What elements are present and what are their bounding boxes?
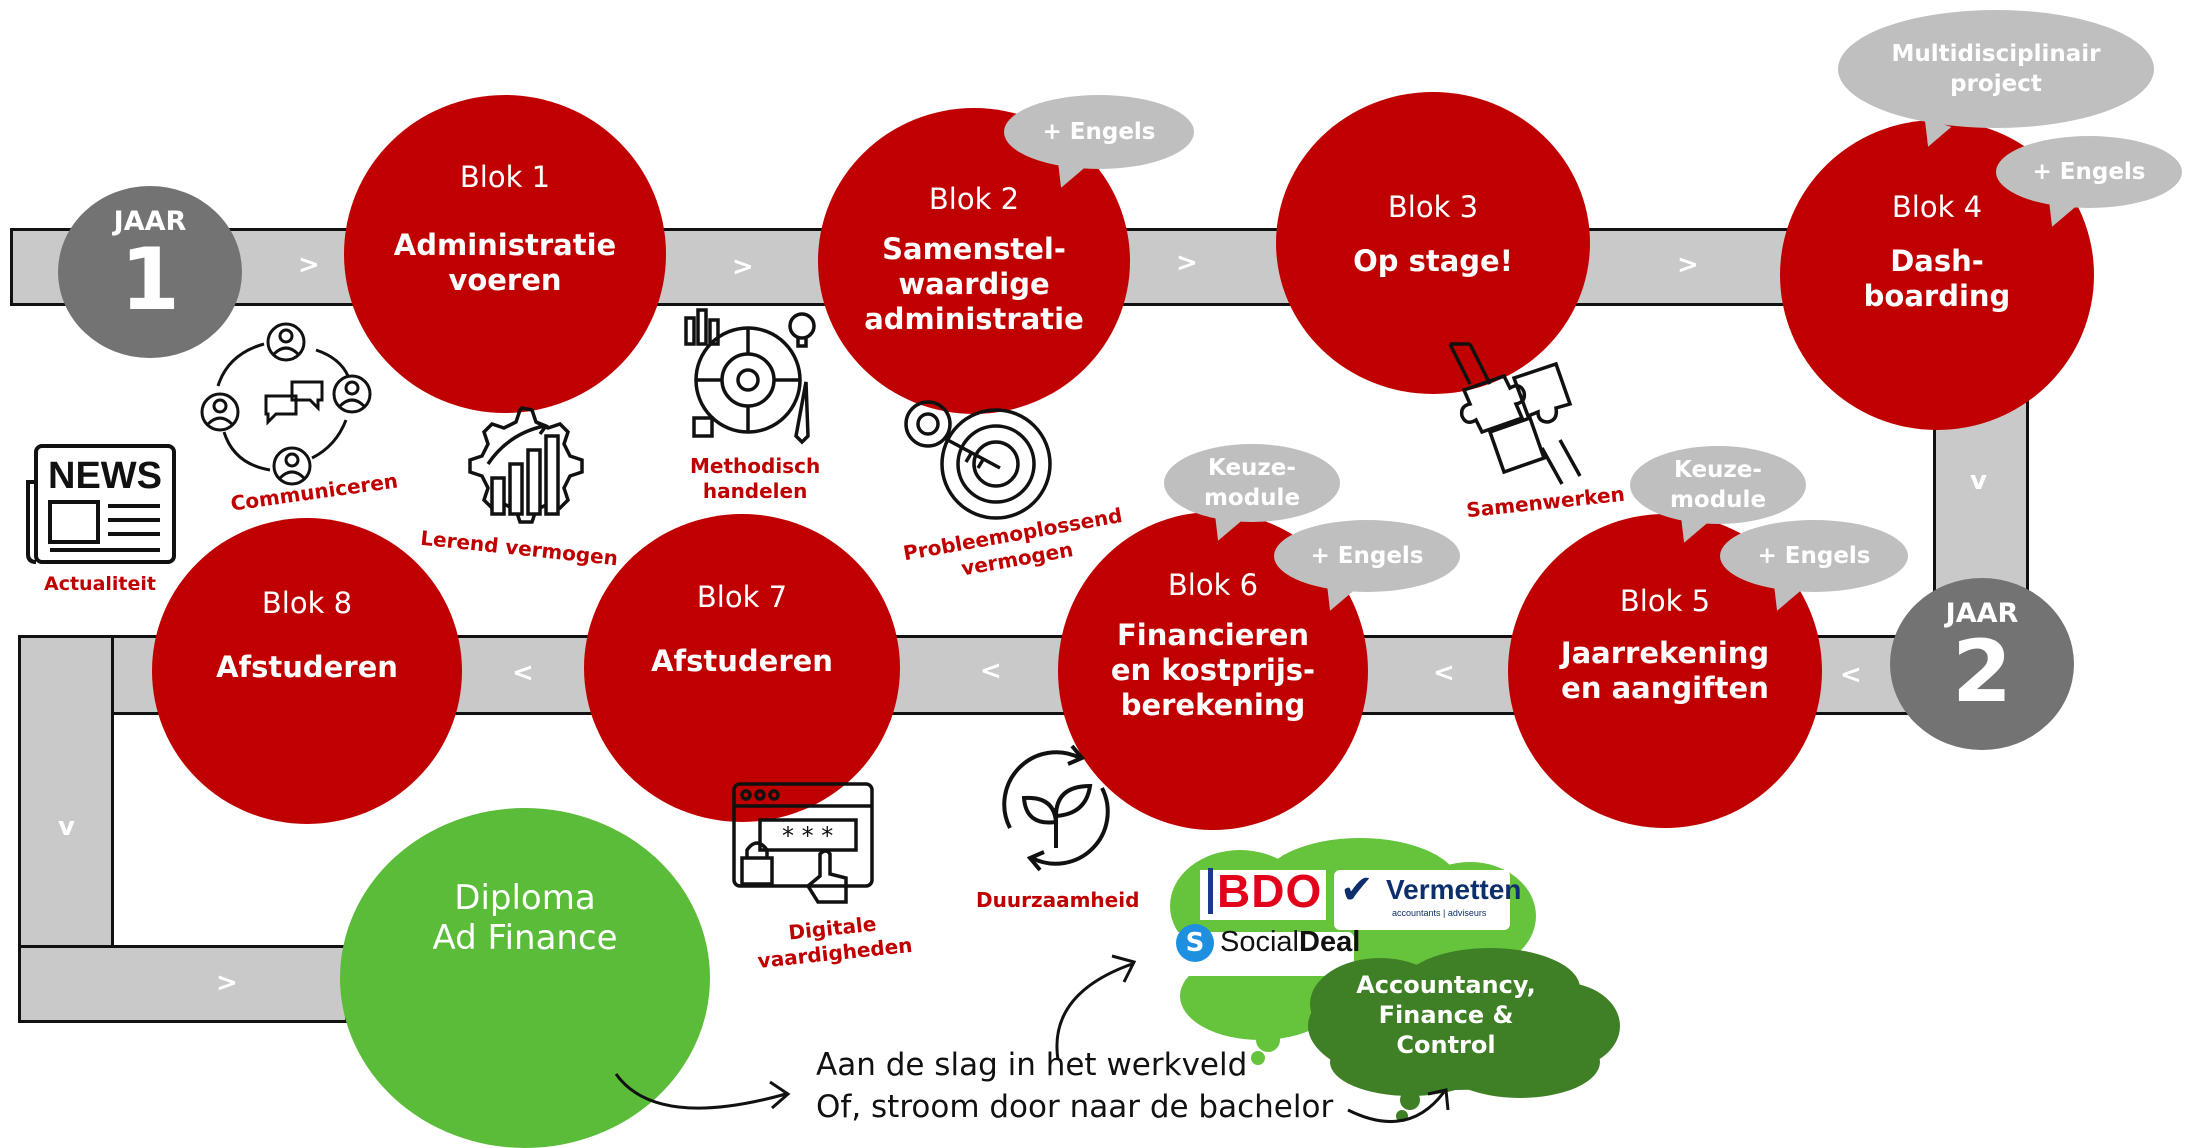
- chevron-right: >: [216, 968, 238, 998]
- chevron-right: >: [1176, 248, 1198, 278]
- arrow-bachelor-to-cloud: [1347, 1091, 1446, 1124]
- gear-growth-icon: [468, 406, 584, 524]
- bachelor-cloud-text: Accountancy, Finance & Control: [1356, 971, 1536, 1059]
- blok-title: Afstuderen: [651, 644, 833, 678]
- blok-name: Blok 4: [1891, 190, 1983, 224]
- socialdeal-icon: S: [1176, 924, 1214, 962]
- bubble-engels-blok4: + Engels: [1996, 136, 2182, 208]
- arrow-diploma-to-outcome: [614, 1073, 787, 1110]
- blok-name: Blok 5: [1619, 584, 1711, 618]
- blok-3: Blok 3 Op stage!: [1276, 92, 1590, 394]
- newspaper-icon: NEWS: [26, 444, 176, 564]
- bubble-keuze-blok6: Keuze- module: [1164, 444, 1340, 522]
- chevron-down: v: [58, 812, 75, 842]
- blok-name: Blok 8: [261, 586, 353, 620]
- year-label: JAAR: [113, 206, 187, 237]
- people-cycle-icon: [200, 322, 372, 486]
- year-number: 2: [1952, 622, 2012, 722]
- blok-title: Samenstel- waardige administratie: [864, 232, 1084, 336]
- blok-title: Op stage!: [1353, 244, 1513, 278]
- bachelor-cloud: [1308, 948, 1620, 1122]
- blok-title: Afstuderen: [216, 650, 398, 684]
- year-label: JAAR: [1945, 598, 2019, 629]
- blok-8: Blok 8 Afstuderen: [152, 518, 462, 824]
- chevron-left: <: [1433, 658, 1455, 688]
- blok-name: Blok 1: [459, 160, 551, 194]
- blok-5: Blok 5 Jaarrekening en aangiften: [1508, 514, 1822, 828]
- chevron-right: >: [298, 250, 320, 280]
- chevron-left: <: [980, 656, 1002, 686]
- chevron-left: <: [512, 658, 534, 688]
- diploma-title: Diploma Ad Finance: [432, 878, 618, 958]
- password-text: * * *: [782, 822, 833, 850]
- chevron-right: >: [732, 252, 754, 282]
- outcome-line-2: Of, stroom door naar de bachelor: [816, 1089, 1334, 1125]
- blok-7: Blok 7 Afstuderen: [584, 514, 900, 822]
- year-1-marker: JAAR 1: [58, 186, 242, 358]
- track-to-diploma: [18, 945, 348, 1023]
- blok-title: Administratie voeren: [393, 228, 617, 297]
- year-2-marker: JAAR 2: [1890, 578, 2074, 750]
- arrow-werkveld-to-cloud: [1055, 962, 1133, 1061]
- diploma-circle: Diploma Ad Finance: [340, 808, 710, 1148]
- year-number: 1: [120, 230, 180, 330]
- bubble-engels-blok6: + Engels: [1274, 520, 1460, 592]
- sustainability-leaf-icon: [1002, 744, 1110, 872]
- bdo-logo: BDO: [1208, 868, 1322, 914]
- chevron-right: >: [1677, 250, 1699, 280]
- blok-name: Blok 2: [928, 182, 1020, 216]
- bubble-engels-blok2: + Engels: [1004, 95, 1194, 169]
- blok-6: Blok 6 Financieren en kostprijs- bereken…: [1058, 512, 1368, 830]
- methodical-wheel-icon: [684, 308, 816, 445]
- vermetten-check-icon: ✔: [1340, 867, 1374, 913]
- blok-name: Blok 7: [696, 580, 788, 614]
- chevron-left: <: [1840, 660, 1862, 690]
- skill-duurzaamheid: Duurzaamheid: [976, 888, 1140, 912]
- news-text: NEWS: [48, 455, 162, 497]
- bubble-keuze-blok5: Keuze- module: [1630, 446, 1806, 524]
- skill-actualiteit: Actualiteit: [44, 573, 156, 595]
- chevron-down: v: [1970, 466, 1987, 496]
- socialdeal-social: Social: [1220, 926, 1299, 958]
- vermetten-subtitle: accountants | adviseurs: [1392, 908, 1487, 918]
- socialdeal-logo: SocialDeal: [1220, 926, 1360, 959]
- socialdeal-deal: Deal: [1299, 926, 1361, 958]
- blok-title: Dash- boarding: [1863, 244, 2011, 313]
- key-target-icon: [904, 400, 1052, 520]
- password-window-icon: * * *: [732, 782, 874, 904]
- bubble-engels-blok5: + Engels: [1720, 520, 1908, 592]
- bubble-multidisciplinair-blok4: Multidisciplinair project: [1838, 10, 2154, 128]
- outcome-line-1: Aan de slag in het werkveld: [816, 1047, 1248, 1083]
- puzzle-hands-icon: [1448, 342, 1582, 485]
- skill-methodisch-handelen: Methodisch handelen: [690, 454, 821, 503]
- vermetten-logo: Vermetten: [1386, 874, 1522, 905]
- blok-name: Blok 6: [1167, 568, 1259, 602]
- blok-title: Financieren en kostprijs- berekening: [1110, 618, 1316, 722]
- blok-1: Blok 1 Administratie voeren: [344, 95, 666, 413]
- blok-name: Blok 3: [1387, 190, 1479, 224]
- blok-title: Jaarrekening en aangiften: [1560, 636, 1770, 705]
